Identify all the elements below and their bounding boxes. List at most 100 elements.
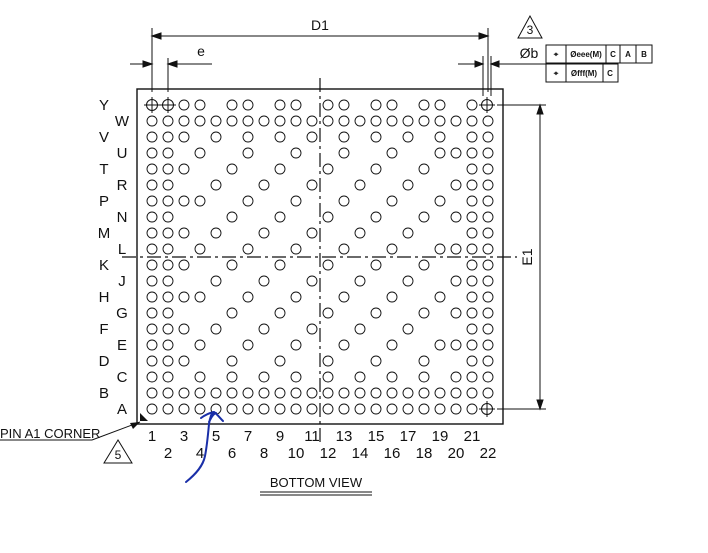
solder-ball xyxy=(322,259,334,271)
e-label: e xyxy=(197,43,205,59)
col-label: 8 xyxy=(260,445,268,462)
col-label: 3 xyxy=(180,428,188,445)
solder-ball xyxy=(466,291,478,303)
solder-ball xyxy=(434,387,446,399)
solder-ball xyxy=(386,147,398,159)
col-label: 21 xyxy=(464,428,481,445)
solder-ball xyxy=(450,371,462,383)
solder-ball xyxy=(466,243,478,255)
solder-ball xyxy=(290,371,302,383)
solder-ball xyxy=(146,291,158,303)
solder-ball xyxy=(162,179,174,191)
col-label: 7 xyxy=(244,428,252,445)
solder-ball xyxy=(194,339,206,351)
solder-ball xyxy=(274,355,286,367)
solder-ball xyxy=(322,387,334,399)
solder-ball xyxy=(482,339,494,351)
pin-a1-marker xyxy=(140,413,148,421)
solder-ball xyxy=(162,275,174,287)
solder-ball xyxy=(482,147,494,159)
solder-ball xyxy=(450,307,462,319)
solder-ball xyxy=(450,211,462,223)
solder-ball xyxy=(354,115,366,127)
solder-ball xyxy=(274,259,286,271)
solder-ball xyxy=(418,99,430,111)
solder-ball xyxy=(466,371,478,383)
solder-ball xyxy=(146,211,158,223)
solder-ball xyxy=(194,371,206,383)
solder-ball xyxy=(242,387,254,399)
ball-grid xyxy=(146,99,494,415)
solder-ball xyxy=(258,323,270,335)
solder-ball xyxy=(402,179,414,191)
solder-ball xyxy=(354,403,366,415)
solder-ball xyxy=(354,371,366,383)
solder-ball xyxy=(450,147,462,159)
solder-ball xyxy=(178,355,190,367)
solder-ball xyxy=(274,211,286,223)
note3-triangle xyxy=(517,14,543,39)
solder-ball xyxy=(418,163,430,175)
solder-ball xyxy=(258,227,270,239)
solder-ball xyxy=(306,227,318,239)
row-label: K xyxy=(99,257,109,274)
col-label: 13 xyxy=(336,428,353,445)
solder-ball xyxy=(290,147,302,159)
solder-ball xyxy=(178,387,190,399)
solder-ball xyxy=(258,115,270,127)
solder-ball xyxy=(274,163,286,175)
fiducial-y21 xyxy=(479,97,495,113)
solder-ball xyxy=(466,387,478,399)
solder-ball xyxy=(242,147,254,159)
row-label: A xyxy=(117,401,127,418)
solder-ball xyxy=(162,371,174,383)
row-label: W xyxy=(115,113,130,130)
solder-ball xyxy=(290,243,302,255)
note5-triangle xyxy=(103,439,133,464)
solder-ball xyxy=(418,371,430,383)
e-dimension xyxy=(130,58,212,92)
solder-ball xyxy=(290,403,302,415)
solder-ball xyxy=(338,147,350,159)
solder-ball xyxy=(402,387,414,399)
solder-ball xyxy=(466,131,478,143)
solder-ball xyxy=(466,163,478,175)
solder-ball xyxy=(274,387,286,399)
note3-number: 3 xyxy=(527,23,534,37)
solder-ball xyxy=(370,355,382,367)
solder-ball xyxy=(258,371,270,383)
solder-ball xyxy=(386,339,398,351)
solder-ball xyxy=(434,243,446,255)
solder-ball xyxy=(418,259,430,271)
row-label: Y xyxy=(99,97,109,114)
solder-ball xyxy=(178,227,190,239)
solder-ball xyxy=(482,371,494,383)
solder-ball xyxy=(146,339,158,351)
solder-ball xyxy=(466,323,478,335)
solder-ball xyxy=(242,243,254,255)
solder-ball xyxy=(466,227,478,239)
col-label: 10 xyxy=(288,445,305,462)
solder-ball xyxy=(450,275,462,287)
solder-ball xyxy=(418,115,430,127)
solder-ball xyxy=(466,259,478,271)
solder-ball xyxy=(466,179,478,191)
solder-ball xyxy=(370,99,382,111)
solder-ball xyxy=(482,291,494,303)
solder-ball xyxy=(242,291,254,303)
solder-ball xyxy=(354,323,366,335)
solder-ball xyxy=(226,403,238,415)
handwritten-arrow-annotation xyxy=(185,411,224,483)
col-label: 9 xyxy=(276,428,284,445)
solder-ball xyxy=(482,179,494,191)
view-title: BOTTOM VIEW xyxy=(270,475,363,490)
solder-ball xyxy=(178,163,190,175)
solder-ball xyxy=(162,291,174,303)
pin-a1-arrow xyxy=(130,422,140,429)
solder-ball xyxy=(466,355,478,367)
solder-ball xyxy=(306,387,318,399)
row-label: F xyxy=(99,321,108,338)
solder-ball xyxy=(146,195,158,207)
